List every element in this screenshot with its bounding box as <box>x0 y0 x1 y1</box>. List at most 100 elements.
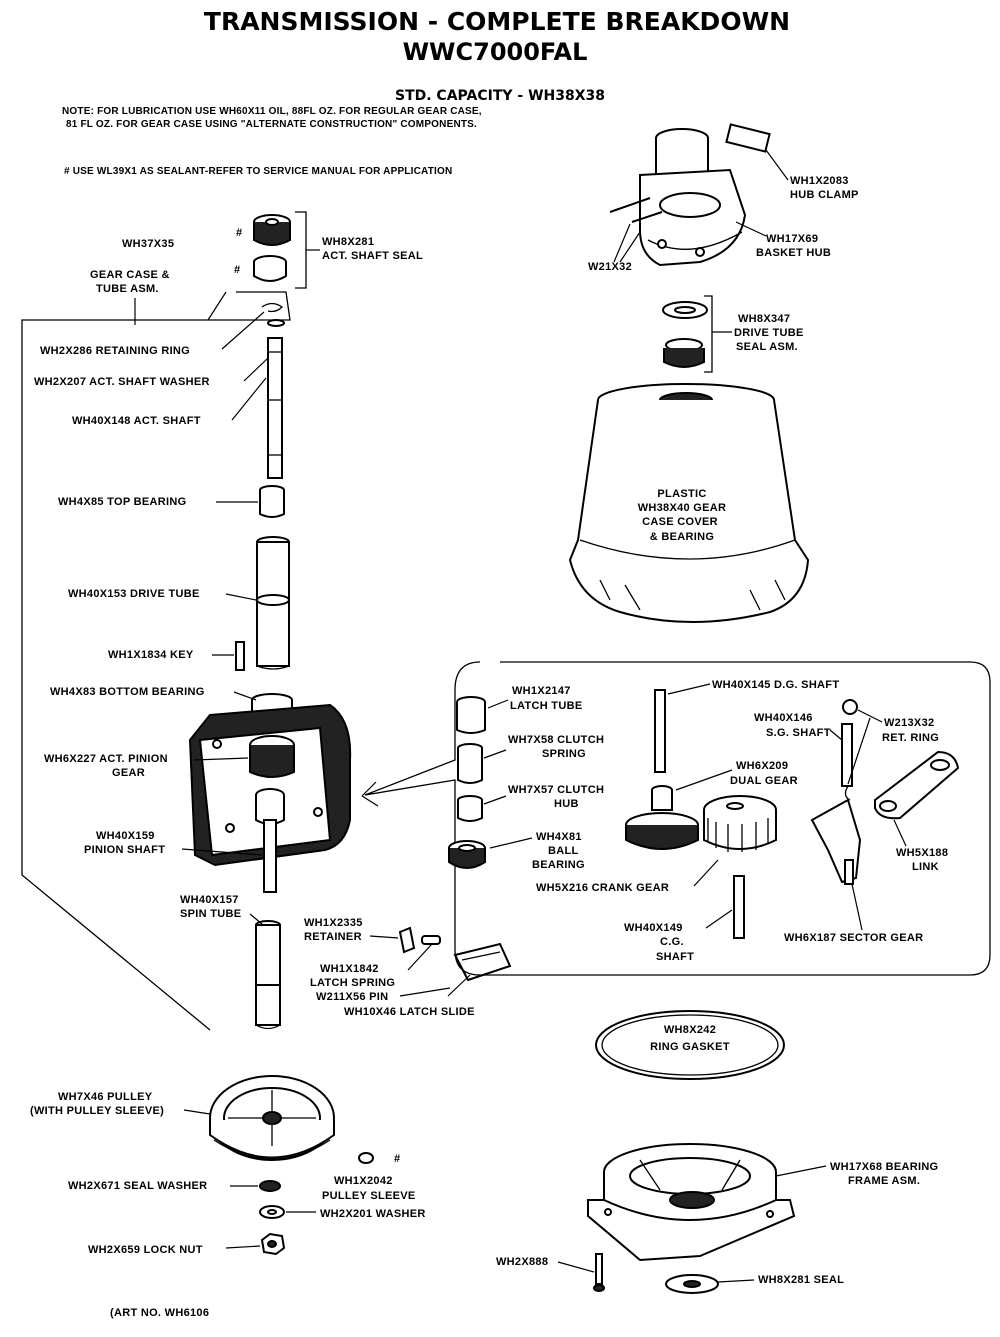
label-act-shaft-seal: WH8X281 <box>322 236 374 248</box>
label-washer: WH2X201 WASHER <box>320 1208 426 1220</box>
label-top-bearing: WH4X85 TOP BEARING <box>58 496 186 508</box>
label-ret-ring: RET. RING <box>882 732 939 744</box>
label-ball-bearing: WH4X81 <box>536 831 582 843</box>
cg-shaft-drawing <box>733 875 745 939</box>
label-latch-spring: LATCH SPRING <box>310 977 395 989</box>
label-gear-case-cover: PLASTIC <box>657 488 706 500</box>
label-cg-shaft: C.G. <box>660 936 684 948</box>
capacity-label: STD. CAPACITY - WH38X38 <box>395 88 605 104</box>
lubrication-note-line2: 81 FL OZ. FOR GEAR CASE USING "ALTERNATE… <box>66 119 477 130</box>
label-seal-washer: WH2X671 SEAL WASHER <box>68 1180 207 1192</box>
spin-tube-drawing <box>255 920 281 1030</box>
hash-mark: # <box>394 1153 400 1165</box>
label-shaft-washer: WH2X207 ACT. SHAFT WASHER <box>34 376 210 388</box>
label-crank-gear: WH5X216 CRANK GEAR <box>536 882 669 894</box>
label-bearing-frame: FRAME ASM. <box>848 1175 920 1187</box>
retaining-ring-drawing <box>261 302 285 327</box>
label-basket-hub: WH17X69 <box>766 233 818 245</box>
label-bottom-bearing: WH4X83 BOTTOM BEARING <box>50 686 205 698</box>
clutch-hub-drawing <box>457 795 483 822</box>
label-drive-tube: WH40X153 DRIVE TUBE <box>68 588 200 600</box>
label-bottom-seal: WH8X281 SEAL <box>758 1274 844 1286</box>
dual-gear-drawing <box>625 785 699 850</box>
label-cg-shaft: SHAFT <box>656 951 694 963</box>
label-gear-case-cover: WH38X40 GEAR <box>638 502 727 514</box>
label-wh37x35: WH37X35 <box>122 238 174 250</box>
label-dual-gear: WH6X209 <box>736 760 788 772</box>
gear-case-outline <box>21 291 291 1031</box>
label-drive-tube-seal: DRIVE TUBE <box>734 327 804 339</box>
callout-arrow <box>361 781 379 807</box>
label-cg-shaft: WH40X149 <box>624 922 683 934</box>
hash-mark: # <box>236 227 242 239</box>
label-link: WH5X188 <box>896 847 948 859</box>
label-clutch-hub: HUB <box>554 798 579 810</box>
label-clutch-hub: WH7X57 CLUTCH <box>508 784 604 796</box>
label-ring-gasket: RING GASKET <box>650 1041 730 1053</box>
label-ball-bearing: BEARING <box>532 859 585 871</box>
sealant-note: # USE WL39X1 AS SEALANT-REFER TO SERVICE… <box>64 166 452 177</box>
latch-parts-drawing <box>398 926 512 982</box>
clutch-spring-drawing <box>457 743 483 784</box>
art-number: (ART NO. WH6106 <box>110 1307 209 1319</box>
hash-mark: # <box>234 264 240 276</box>
basket-hub-drawing <box>609 123 771 267</box>
label-retainer: RETAINER <box>304 931 362 943</box>
gear-case-body-drawing <box>188 693 352 867</box>
label-pulley-sleeve: WH1X2042 <box>334 1175 393 1187</box>
label-gear-case-cover: & BEARING <box>650 531 714 543</box>
pulley-sleeve-drawing <box>358 1152 374 1164</box>
dg-shaft-drawing <box>654 689 666 773</box>
label-pin: W211X56 PIN <box>316 991 388 1003</box>
label-bearing-frame: WH17X68 BEARING <box>830 1161 938 1173</box>
lubrication-note-line1: NOTE: FOR LUBRICATION USE WH60X11 OIL, 8… <box>62 106 482 117</box>
label-dual-gear: DUAL GEAR <box>730 775 798 787</box>
label-latch-tube: WH1X2147 <box>512 685 571 697</box>
label-gear-case-tube: GEAR CASE & <box>90 269 170 281</box>
screw-drawing <box>593 1253 605 1292</box>
internal-parts-callout <box>364 661 991 976</box>
label-clutch-spring: SPRING <box>542 748 586 760</box>
label-w21x32: W21X32 <box>588 261 632 273</box>
pulley-drawing <box>209 1075 335 1161</box>
label-drive-tube-seal: SEAL ASM. <box>736 341 798 353</box>
label-latch-slide: WH10X46 LATCH SLIDE <box>344 1006 475 1018</box>
label-pulley-sleeve: PULLEY SLEEVE <box>322 1190 416 1202</box>
top-bearing-drawing <box>259 485 285 518</box>
label-latch-tube: LATCH TUBE <box>510 700 582 712</box>
label-pulley: (WITH PULLEY SLEEVE) <box>30 1105 164 1117</box>
label-sg-shaft: WH40X146 <box>754 712 813 724</box>
label-basket-hub: BASKET HUB <box>756 247 831 259</box>
key-drawing <box>235 641 245 671</box>
model-number: WWC7000FAL <box>403 38 588 66</box>
label-pinion-shaft: PINION SHAFT <box>84 844 165 856</box>
bearing-frame-drawing <box>587 1143 796 1262</box>
label-sector-gear: WH6X187 SECTOR GEAR <box>784 932 923 944</box>
sg-shaft-drawing <box>841 723 853 787</box>
bottom-seal-drawing <box>665 1274 719 1294</box>
label-pinion-gear: GEAR <box>112 767 145 779</box>
lock-nut-drawing <box>260 1232 286 1256</box>
sector-gear-drawing <box>810 785 862 885</box>
label-lock-nut: WH2X659 LOCK NUT <box>88 1244 203 1256</box>
label-pinion-shaft: WH40X159 <box>96 830 155 842</box>
label-hub-clamp: WH1X2083 <box>790 175 849 187</box>
crank-gear-drawing <box>703 795 777 852</box>
label-ball-bearing: BALL <box>548 845 579 857</box>
act-shaft-drawing <box>267 337 283 479</box>
label-retainer: WH1X2335 <box>304 917 363 929</box>
label-pinion-gear: WH6X227 ACT. PINION <box>44 753 168 765</box>
label-drive-tube-seal: WH8X347 <box>738 313 790 325</box>
ball-bearing-drawing <box>448 840 486 869</box>
label-ring-gasket: WH8X242 <box>664 1024 716 1036</box>
label-key: WH1X1834 KEY <box>108 649 194 661</box>
gear-case-cover-drawing <box>568 383 810 623</box>
label-act-shaft-seal: ACT. SHAFT SEAL <box>322 250 423 262</box>
pinion-shaft-drawing <box>263 819 277 893</box>
drive-tube-seal-drawing <box>662 295 713 373</box>
label-dg-shaft: WH40X145 D.G. SHAFT <box>712 679 839 691</box>
label-spin-tube: SPIN TUBE <box>180 908 241 920</box>
ring-gasket-drawing <box>595 1010 785 1080</box>
